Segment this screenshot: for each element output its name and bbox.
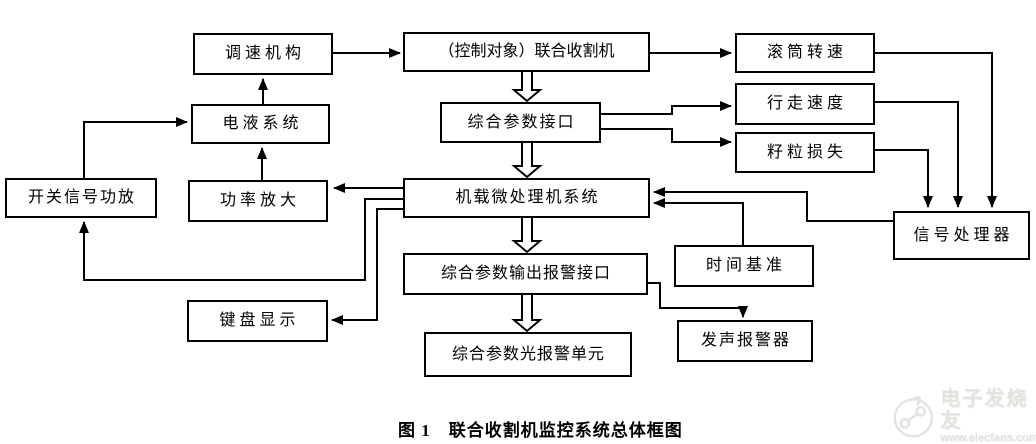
connector-paraminterface-to-grainloss <box>601 128 732 147</box>
box-power-amp: 功率放大 <box>188 180 328 222</box>
box-keyboard-display: 键盘显示 <box>187 300 328 342</box>
figure-caption: 图 1 联合收割机监控系统总体框图 <box>398 421 683 440</box>
box-sound-alarm: 发声报警器 <box>677 320 813 362</box>
connector-signalprocessor-to-mcu <box>653 187 893 222</box>
connector-drumspeed-to-signalprocessor <box>875 52 997 208</box>
box-signal-processor: 信号处理器 <box>893 211 1030 260</box>
connector-grainloss-to-signalprocessor <box>875 149 933 208</box>
box-speed-mechanism: 调速机构 <box>193 33 333 75</box>
box-output-alarm-interface: 综合参数输出报警接口 <box>403 253 648 295</box>
connector-mcu-to-switchamp <box>79 198 403 281</box>
block-arrow-mcu-to-alarminterface <box>511 218 543 254</box>
watermark-brand: 电子发烧友 <box>940 388 1029 432</box>
box-drum-speed: 滚筒转速 <box>735 33 875 73</box>
box-harvester: （控制对象）联合收割机 <box>403 32 650 72</box>
box-param-interface: 综合参数接口 <box>440 102 601 143</box>
box-switch-signal-amp: 开关信号功放 <box>5 178 157 218</box>
box-grain-loss: 籽粒损失 <box>735 132 875 173</box>
block-arrow-alarminterface-to-lightalarm <box>511 295 543 333</box>
box-light-alarm-unit: 综合参数光报警单元 <box>424 332 632 377</box>
watermark-url: www.elecfans.com <box>940 432 1036 444</box>
box-travel-speed: 行走速度 <box>735 83 875 125</box>
connector-travelspeed-to-signalprocessor <box>875 101 963 208</box>
watermark-text: 电子发烧友 www.elecfans.com <box>940 388 1036 444</box>
connector-mcu-to-keyboard <box>331 208 403 325</box>
box-onboard-mcu: 机载微处理机系统 <box>403 178 650 218</box>
connector-timebase-to-mcu <box>653 198 744 245</box>
connector-paraminterface-to-travelspeed <box>601 101 732 115</box>
block-arrow-harvester-to-paraminterface <box>511 72 543 103</box>
connector-switchamp-to-electrohydraulic <box>83 117 188 178</box>
box-time-base: 时间基准 <box>674 245 814 287</box>
elecfans-logo-icon <box>893 396 933 438</box>
box-electro-hydraulic: 电液系统 <box>191 104 330 144</box>
watermark: 电子发烧友 www.elecfans.com <box>892 388 1036 444</box>
block-arrow-paraminterface-to-mcu <box>511 143 543 179</box>
connector-alarminterface-to-soundalarm <box>648 282 748 318</box>
